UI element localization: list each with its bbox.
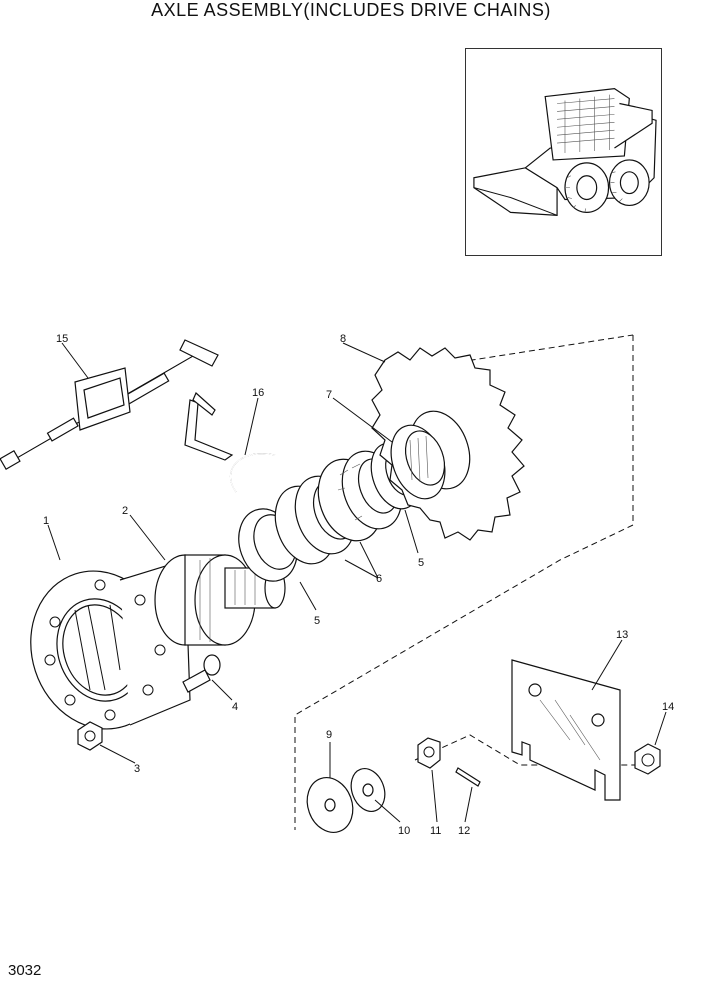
callout-3: 3 <box>134 763 140 775</box>
callout-9: 9 <box>326 729 332 741</box>
part-9-washer <box>306 777 354 833</box>
part-1-hub <box>30 559 191 730</box>
callout-8: 8 <box>340 333 346 345</box>
callout-7: 7 <box>326 389 332 401</box>
callout-2: 2 <box>122 505 128 517</box>
part-4-wheel-stud <box>182 654 221 693</box>
exploded-parts-diagram: 15 16 8 7 1 2 6 5 5 4 3 13 14 9 10 11 12 <box>0 333 674 837</box>
assembly-boundary-left <box>294 335 634 830</box>
part-11-castle-nut <box>417 737 441 769</box>
page-number: 3032 <box>8 962 42 979</box>
page-title: AXLE ASSEMBLY(INCLUDES DRIVE CHAINS) <box>151 0 551 20</box>
callout-16: 16 <box>252 387 264 399</box>
part-13-cover-plate <box>511 659 621 801</box>
callout-12: 12 <box>458 825 470 837</box>
callout-5b: 5 <box>418 557 424 569</box>
machine-thumbnail <box>465 48 662 256</box>
assembly-boundary-bottom <box>414 734 640 766</box>
part-3-lug-nut <box>77 721 103 751</box>
callout-11: 11 <box>430 825 441 837</box>
callout-4: 4 <box>232 701 238 713</box>
callout-5a: 5 <box>314 615 320 627</box>
skid-steer-loader-illustration <box>473 88 657 216</box>
part-16-retaining-ring <box>184 391 276 493</box>
part-12-cotter-pin <box>455 767 481 787</box>
callout-13: 13 <box>616 629 628 641</box>
callout-14: 14 <box>662 701 674 713</box>
part-14-lock-nut <box>634 743 661 775</box>
callout-15: 15 <box>56 333 68 345</box>
callout-10: 10 <box>398 825 410 837</box>
part-15-link-rod <box>0 339 219 471</box>
part-7-hub-spacer <box>390 424 446 500</box>
leader-lines <box>47 342 667 823</box>
callout-1: 1 <box>43 515 49 527</box>
callout-6: 6 <box>376 573 382 585</box>
